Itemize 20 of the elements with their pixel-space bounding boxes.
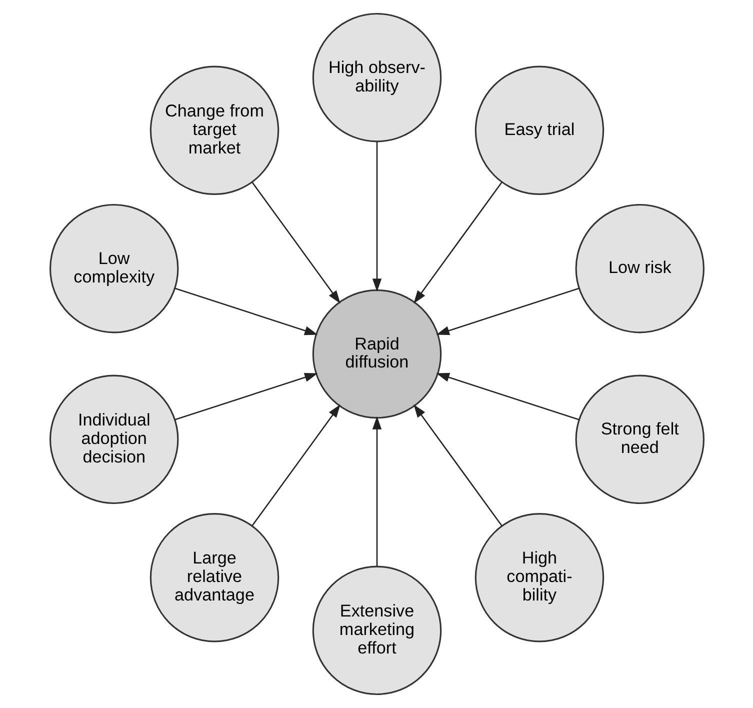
node-circle: Low risk (574, 204, 704, 334)
arrow (174, 288, 318, 336)
arrow (436, 288, 579, 336)
node-circle: Extensive marketing effort (312, 566, 442, 696)
arrow (413, 404, 502, 526)
node-circle: Large relative advantage (149, 513, 279, 642)
arrow (436, 372, 579, 420)
arrow (174, 372, 318, 420)
node-circle: Easy trial (474, 66, 604, 195)
node-circle: High compati- bility (474, 513, 604, 642)
arrow (413, 182, 502, 304)
arrow (251, 404, 340, 526)
arrow (251, 182, 340, 304)
node-circle: Strong felt need (574, 374, 704, 504)
node-circle: High observ- ability (312, 12, 442, 142)
arrow (372, 142, 382, 292)
node-circle: Change from target market (149, 66, 279, 195)
arrow (372, 416, 382, 566)
node-circle: Low complexity (48, 204, 178, 334)
node-circle: Individual adoption decision (48, 374, 178, 504)
